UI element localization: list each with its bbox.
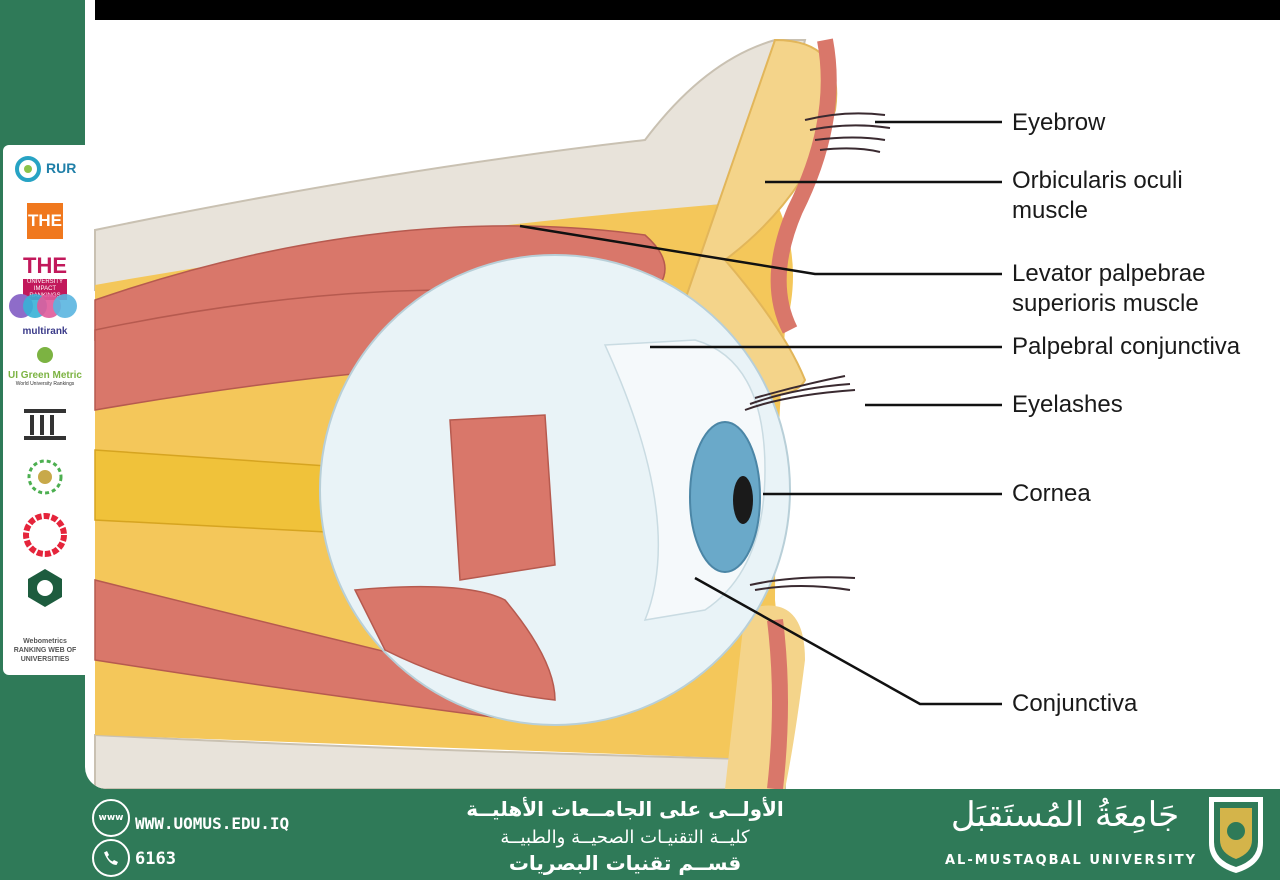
- eye-anatomy-diagram: [94, 38, 1002, 789]
- label-conjunctiva: Conjunctiva: [1012, 690, 1138, 717]
- label-eyebrow: Eyebrow: [1012, 109, 1106, 136]
- phone-number: 6163: [135, 849, 176, 869]
- rankings-sidebar: RUR THE THE UNIVERSITY IMPACT RANKINGS m…: [3, 145, 85, 675]
- cornea: [689, 421, 761, 573]
- footer-department: قســم تقنيات البصريات: [508, 851, 742, 875]
- rur-label: RUR: [46, 160, 77, 177]
- footer-college: كليــة التقنيـات الصحيــة والطبيــة: [500, 827, 750, 848]
- inferior-oblique-muscle: [353, 585, 556, 701]
- multirank-logo: multirank: [7, 291, 83, 337]
- eyebrow-hairs: [804, 112, 891, 153]
- label-cornea: Cornea: [1012, 480, 1091, 507]
- university-name-arabic: جَامِعَةُ المُستَقبَل: [950, 795, 1180, 835]
- greenmetric-logo: UI Green Metric World University Ranking…: [7, 345, 83, 387]
- university-name-english: AL-MUSTAQBAL UNIVERSITY: [945, 853, 1198, 868]
- phone-icon: [92, 839, 130, 877]
- greenmetric-label: UI Green Metric: [8, 370, 82, 381]
- lower-eyelashes: [749, 576, 856, 591]
- label-palpebral-conjunctiva: Palpebral conjunctiva: [1012, 333, 1241, 360]
- label-levator-1: Levator palpebrae: [1012, 260, 1206, 287]
- webometrics-logo: Webometrics RANKING WEB OF UNIVERSITIES: [7, 637, 83, 664]
- orbicularis-band: [770, 38, 837, 334]
- slide-area: [85, 0, 1280, 789]
- university-crest-icon: [1205, 793, 1267, 875]
- the-label: THE: [27, 203, 63, 239]
- label-orbicularis-2: muscle: [1012, 197, 1089, 224]
- upper-eyelashes: [744, 375, 856, 411]
- institution-icon: [7, 407, 83, 446]
- footer-slogan: الأولــى على الجامــعات الأهليــة: [466, 797, 784, 821]
- website-icon: www: [92, 799, 130, 837]
- the-logo: THE: [7, 203, 83, 239]
- label-orbicularis-1: Orbicularis oculi: [1012, 167, 1183, 194]
- webometrics-label: Webometrics RANKING WEB OF UNIVERSITIES: [13, 638, 77, 663]
- rur-logo: RUR: [7, 155, 83, 191]
- lower-orbicularis-band: [767, 619, 788, 789]
- top-black-bar: [95, 0, 1280, 20]
- label-eyelashes: Eyelashes: [1012, 391, 1123, 418]
- label-levator-2: superioris muscle: [1012, 290, 1199, 317]
- multirank-label: multirank: [22, 326, 68, 337]
- footer-bar: www WWW.UOMUS.EDU.IQ 6163 الأولــى على ا…: [0, 789, 1280, 880]
- arab-universities-logo: [7, 457, 83, 502]
- arab-engineers-logo: [7, 567, 83, 614]
- pupil: [733, 476, 753, 524]
- leader-lines: [519, 120, 1002, 706]
- sdg-wheel-logo: [7, 513, 83, 562]
- world-rankings-label: World University Rankings: [15, 381, 75, 387]
- lateral-rectus-muscle: [449, 414, 556, 581]
- website-link[interactable]: WWW.UOMUS.EDU.IQ: [135, 814, 290, 833]
